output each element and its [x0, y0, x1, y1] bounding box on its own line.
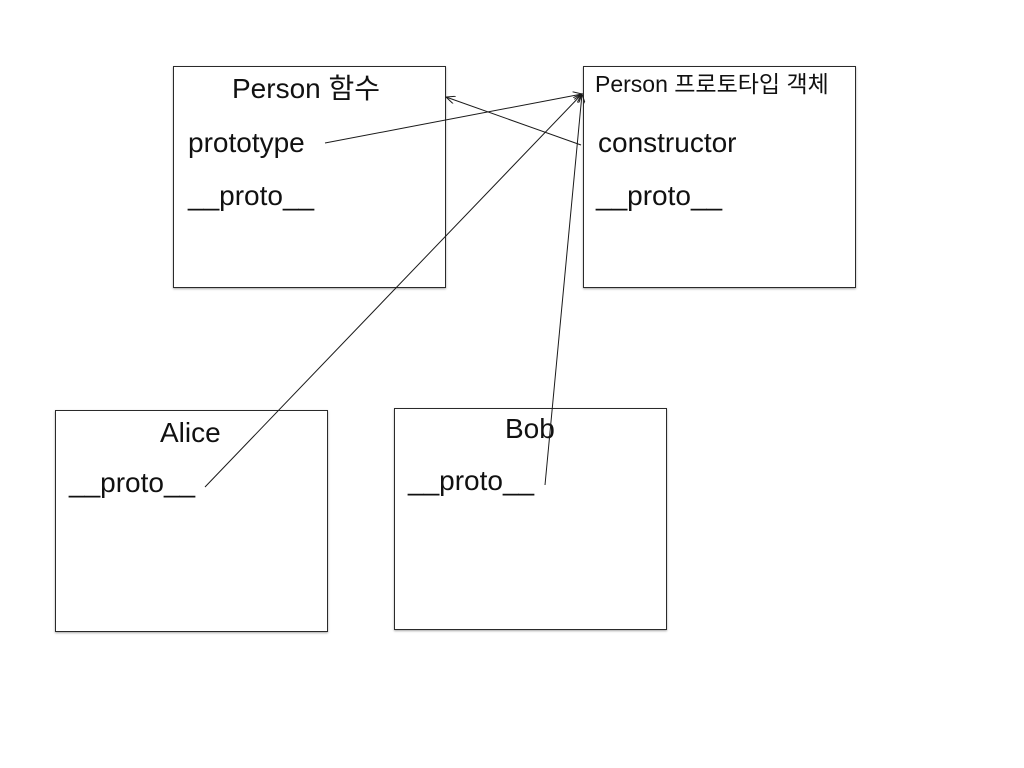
person-prototype-constructor-field: constructor: [598, 127, 737, 158]
person-prototype-proto-field: __proto__: [596, 180, 723, 211]
alice-title: Alice: [160, 417, 221, 448]
alice-proto-field: __proto__: [69, 467, 196, 498]
bob-proto-field: __proto__: [408, 465, 535, 496]
person-function-box: Person 함수 prototype __proto__: [173, 66, 446, 288]
person-prototype-box: Person 프로토타입 객체 constructor __proto__: [583, 66, 856, 288]
constructor-to-person-function-arrow: [446, 97, 582, 146]
person-prototype-title: Person 프로토타입 객체: [595, 71, 829, 97]
alice-box: Alice __proto__: [55, 410, 328, 632]
person-function-proto-field: __proto__: [188, 180, 315, 211]
person-function-prototype-field: prototype: [188, 127, 305, 158]
bob-box: Bob __proto__: [394, 408, 667, 630]
bob-title: Bob: [505, 413, 555, 444]
person-function-title: Person 함수: [232, 73, 381, 104]
